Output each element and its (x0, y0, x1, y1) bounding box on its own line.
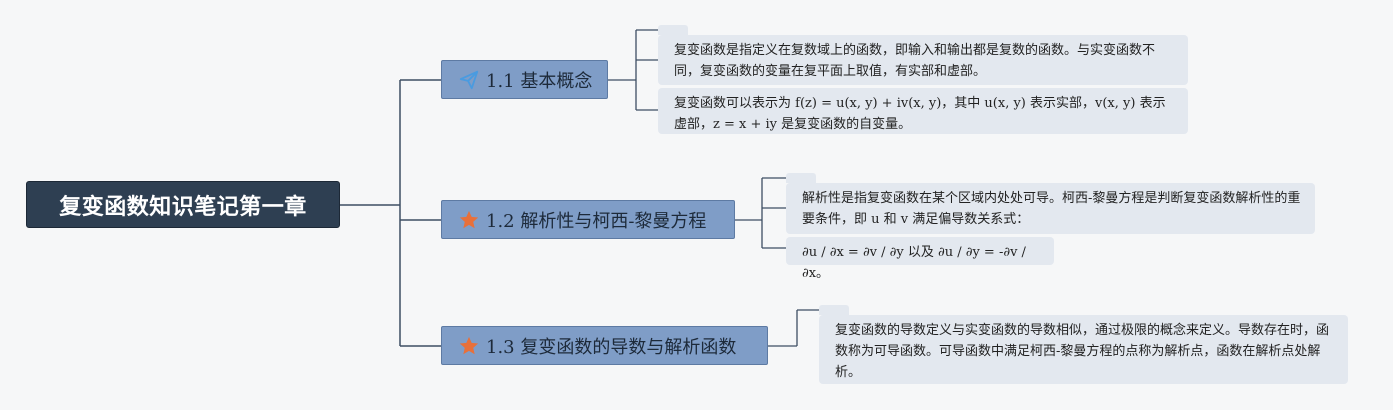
branch-label: 1.2 解析性与柯西-黎曼方程 (486, 210, 707, 232)
branch-label: 1.3 复变函数的导数与解析函数 (486, 336, 737, 358)
branch-analyticity[interactable]: 1.2 解析性与柯西-黎曼方程 (441, 200, 735, 239)
paper-plane-icon (458, 69, 480, 91)
branch-derivatives[interactable]: 1.3 复变函数的导数与解析函数 (441, 326, 768, 365)
note-text: 复变函数的导数定义与实变函数的导数相似，通过极限的概念来定义。导数存在时，函数称… (835, 323, 1330, 380)
branch-basic-concepts[interactable]: 1.1 基本概念 (441, 60, 608, 99)
note-derivative[interactable]: 复变函数的导数定义与实变函数的导数相似，通过极限的概念来定义。导数存在时，函数称… (819, 315, 1348, 384)
note-text: ∂u / ∂x = ∂v / ∂y 以及 ∂u / ∂y = -∂v / ∂x。 (802, 245, 1026, 281)
note-tab (819, 305, 849, 315)
root-title: 复变函数知识笔记第一章 (59, 194, 307, 220)
note-tab (658, 25, 688, 35)
star-icon (458, 335, 480, 357)
note-text: 复变函数可以表示为 f(z) = u(x, y) + iv(x, y)，其中 u… (674, 96, 1166, 132)
note-tab (786, 173, 816, 183)
note-text: 复变函数是指定义在复数域上的函数，即输入和输出都是复数的函数。与实变函数不同，复… (674, 43, 1156, 79)
star-icon (458, 209, 480, 231)
root-topic[interactable]: 复变函数知识笔记第一章 (26, 181, 340, 228)
note-text: 解析性是指复变函数在某个区域内处处可导。柯西-黎曼方程是判断复变函数解析性的重要… (802, 191, 1301, 227)
note-representation[interactable]: 复变函数可以表示为 f(z) = u(x, y) + iv(x, y)，其中 u… (658, 88, 1188, 134)
note-analyticity[interactable]: 解析性是指复变函数在某个区域内处处可导。柯西-黎曼方程是判断复变函数解析性的重要… (786, 183, 1315, 234)
note-cauchy-riemann[interactable]: ∂u / ∂x = ∂v / ∂y 以及 ∂u / ∂y = -∂v / ∂x。 (786, 237, 1054, 281)
branch-label: 1.1 基本概念 (486, 70, 593, 92)
note-definition[interactable]: 复变函数是指定义在复数域上的函数，即输入和输出都是复数的函数。与实变函数不同，复… (658, 35, 1188, 85)
